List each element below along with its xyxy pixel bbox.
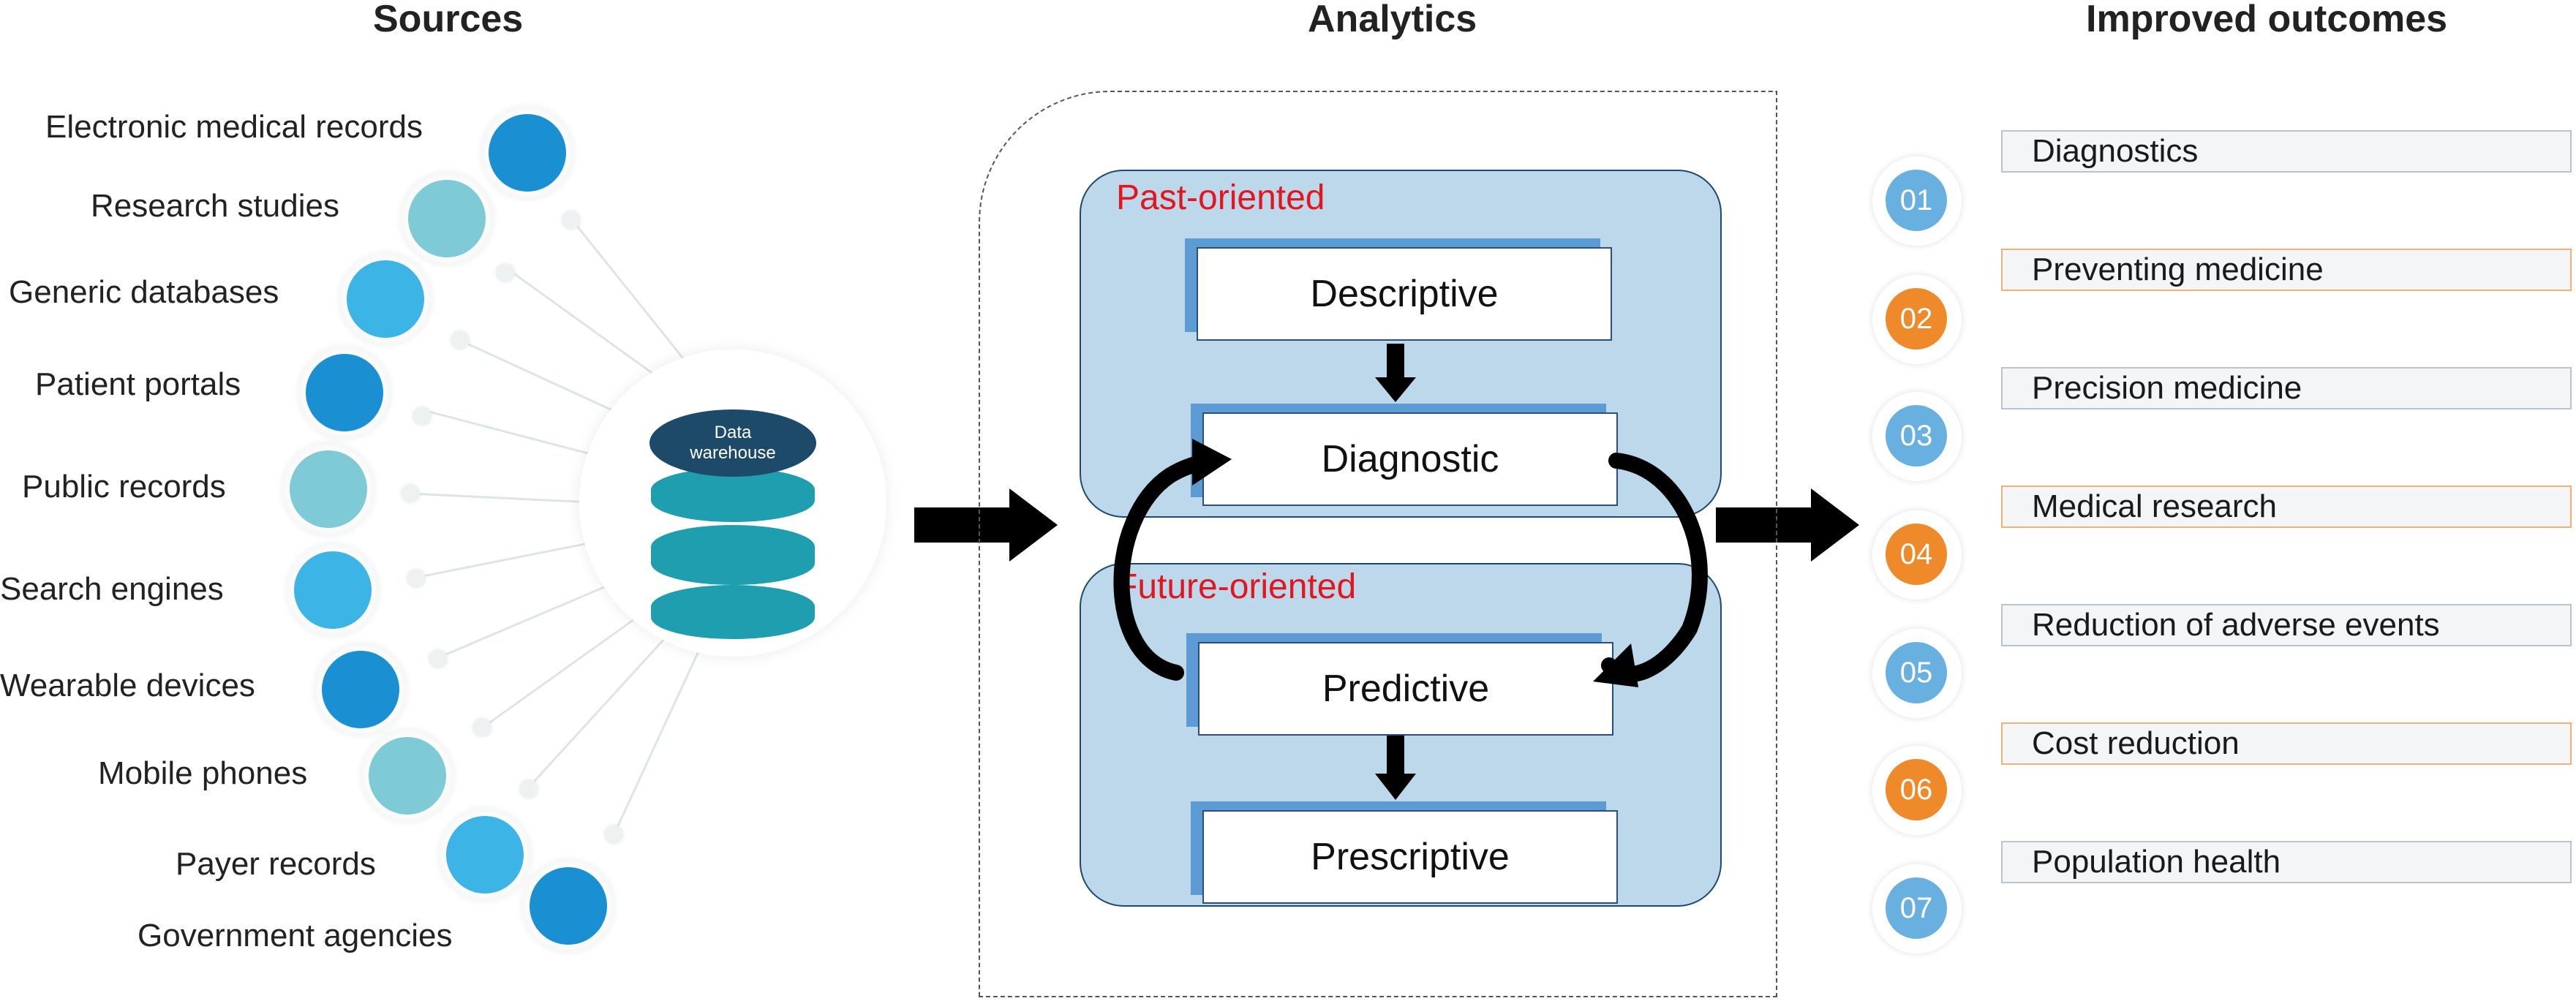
- source-label: Electronic medical records: [45, 109, 423, 145]
- outcome-number-badge: 06: [1886, 759, 1947, 820]
- database-disk: [651, 525, 815, 585]
- source-bubble: [446, 816, 524, 894]
- source-bubble: [290, 450, 367, 528]
- source-label: Research studies: [91, 188, 339, 224]
- cycle-arrow-right: [1601, 453, 1708, 682]
- arrow-down-icon: [1375, 736, 1416, 800]
- future-oriented-label: Future-oriented: [1116, 567, 1357, 606]
- source-label: Government agencies: [138, 918, 453, 953]
- outcome-label: Preventing medicine: [2032, 252, 2324, 287]
- source-label: Generic databases: [9, 274, 279, 310]
- cycle-arrow-left: [1113, 453, 1222, 681]
- source-bubble: [530, 867, 607, 945]
- source-label: Search engines: [0, 571, 224, 607]
- stage-diagnostic: Diagnostic: [1202, 412, 1618, 506]
- source-dot: [496, 263, 515, 282]
- outcome-bar: [2001, 249, 2572, 291]
- source-label: Wearable devices: [0, 668, 255, 703]
- arrow-down-icon: [1375, 344, 1416, 402]
- outcome-number-badge: 01: [1886, 170, 1947, 231]
- outcome-label: Cost reduction: [2032, 725, 2240, 761]
- cycle-arrows: [1113, 439, 1708, 687]
- outcome-bar: [2001, 841, 2572, 883]
- past-oriented-label: Past-oriented: [1116, 178, 1325, 217]
- outcome-bar: [2001, 130, 2572, 173]
- source-dot: [519, 779, 538, 798]
- source-dot: [451, 330, 470, 350]
- source-label: Payer records: [176, 846, 376, 882]
- source-label: Patient portals: [35, 366, 241, 402]
- outcome-label: Population health: [2032, 844, 2281, 880]
- outcome-number-badge: 02: [1886, 288, 1947, 350]
- data-warehouse-label: warehouse: [690, 443, 776, 463]
- source-label: Mobile phones: [98, 755, 308, 791]
- source-bubble: [306, 354, 383, 431]
- source-bubble: [322, 651, 399, 728]
- outcome-number-badge: 03: [1886, 405, 1947, 466]
- source-dot: [429, 649, 448, 668]
- source-bubble: [369, 737, 446, 815]
- outcome-number-badge: 04: [1886, 524, 1947, 585]
- stage-prescriptive: Prescriptive: [1202, 810, 1618, 904]
- outcome-label: Precision medicine: [2032, 370, 2302, 406]
- source-dot: [472, 718, 492, 737]
- outcome-bar: [2001, 722, 2572, 765]
- data-warehouse-icon: Data warehouse: [649, 409, 816, 477]
- arrowhead-icon: [1192, 439, 1232, 486]
- outcome-label: Diagnostics: [2032, 133, 2199, 169]
- database-disk: [651, 468, 815, 522]
- outcome-bar: [2001, 604, 2572, 646]
- data-warehouse-label: Data: [714, 423, 752, 442]
- arrowhead-icon: [1593, 643, 1638, 687]
- source-dot: [407, 569, 426, 588]
- outcome-label: Medical research: [2032, 488, 2278, 524]
- source-dot: [413, 407, 432, 426]
- analytics-frame: [979, 91, 1777, 997]
- outcome-number-badge: 05: [1886, 642, 1947, 703]
- outcome-label: Reduction of adverse events: [2032, 607, 2440, 643]
- outcome-bar: [2001, 367, 2572, 409]
- analytics-heading: Analytics: [1308, 0, 1477, 40]
- source-bubble: [294, 551, 372, 629]
- outcome-bar: [2001, 486, 2572, 528]
- outcomes-heading: Improved outcomes: [2086, 0, 2448, 40]
- source-bubble: [347, 260, 424, 338]
- arrow-right-icon: [1716, 488, 1859, 562]
- sources-heading: Sources: [373, 0, 524, 40]
- source-label: Public records: [22, 469, 226, 505]
- stage-predictive: Predictive: [1198, 642, 1613, 736]
- source-bubble: [408, 180, 486, 257]
- source-dot: [562, 211, 581, 230]
- source-dot: [604, 825, 623, 844]
- arrow-right-icon: [914, 488, 1058, 562]
- outcome-number-badge: 07: [1886, 877, 1947, 939]
- stage-descriptive: Descriptive: [1197, 247, 1612, 341]
- source-dot: [401, 484, 420, 503]
- database-disk: [651, 585, 815, 639]
- source-bubble: [489, 114, 566, 192]
